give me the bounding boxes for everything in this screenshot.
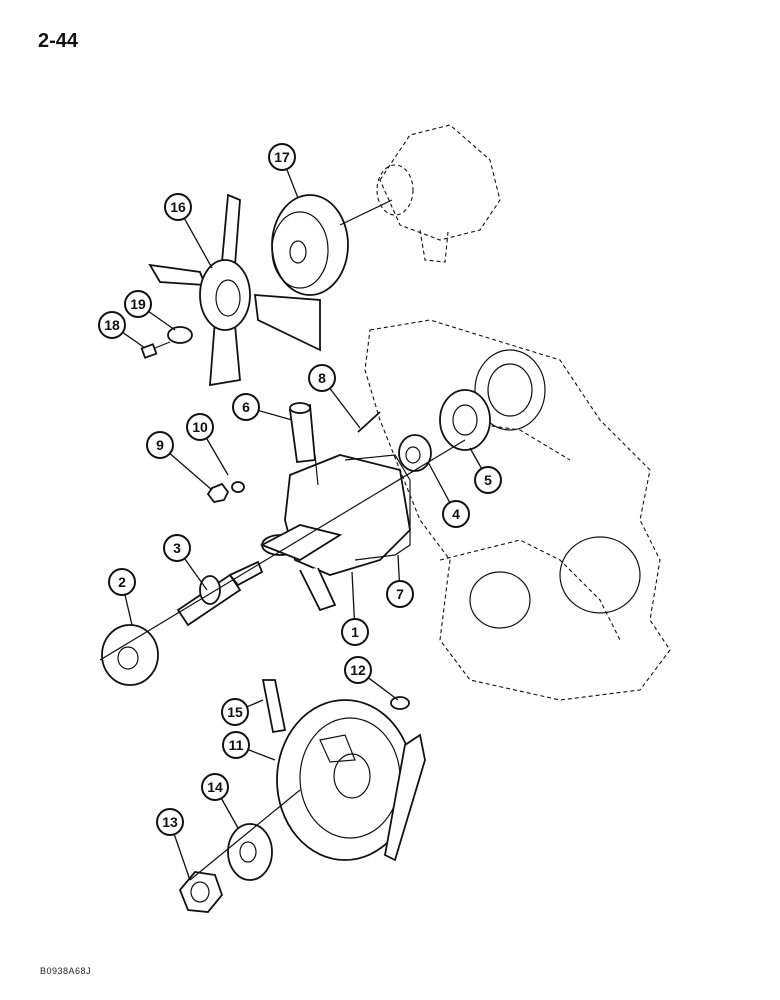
callout-12: 12 xyxy=(344,656,399,701)
callout-circle xyxy=(386,580,414,608)
callout-circle xyxy=(268,143,296,171)
callout-2: 2 xyxy=(108,568,136,626)
callout-16: 16 xyxy=(164,193,213,269)
callout-number: 3 xyxy=(173,540,181,556)
callout-6: 6 xyxy=(232,393,293,421)
callout-number: 4 xyxy=(452,506,460,522)
callout-number: 6 xyxy=(242,399,250,415)
callout-circle xyxy=(164,193,192,221)
callout-circle xyxy=(146,431,174,459)
callout-number: 8 xyxy=(318,370,326,386)
callout-8: 8 xyxy=(308,364,361,429)
lock-washer xyxy=(231,481,245,493)
callout-number: 10 xyxy=(192,419,208,435)
callout-circle xyxy=(201,773,229,801)
callout-number: 19 xyxy=(130,296,146,312)
callout-number: 17 xyxy=(274,149,290,165)
callout-circle xyxy=(221,698,249,726)
callout-circle xyxy=(341,618,369,646)
callout-14: 14 xyxy=(201,773,239,829)
woodruff-key xyxy=(390,696,410,710)
fan-spacer-plate xyxy=(167,326,193,344)
callout-3: 3 xyxy=(163,534,208,591)
seal-bushing xyxy=(398,434,432,472)
callout-10: 10 xyxy=(186,413,229,476)
callout-19: 19 xyxy=(124,290,176,331)
hose-fitting xyxy=(289,402,316,463)
callout-15: 15 xyxy=(221,698,264,726)
callout-circle xyxy=(232,393,260,421)
callout-18: 18 xyxy=(98,311,146,349)
callout-7: 7 xyxy=(386,554,414,608)
callout-circle xyxy=(344,656,372,684)
callout-circle xyxy=(98,311,126,339)
callout-circle xyxy=(186,413,214,441)
callout-number: 13 xyxy=(162,814,178,830)
callout-17: 17 xyxy=(268,143,299,199)
pulley-washer xyxy=(227,823,273,881)
callout-1: 1 xyxy=(341,571,369,646)
drive-belt xyxy=(261,679,426,862)
stud xyxy=(357,411,381,433)
callout-circle xyxy=(163,534,191,562)
water-pump-assembly-ghost xyxy=(376,124,501,263)
callout-circle xyxy=(156,808,184,836)
water-pump-body xyxy=(259,454,411,612)
callout-number: 9 xyxy=(156,437,164,453)
callout-number: 12 xyxy=(350,662,366,678)
callout-circle xyxy=(308,364,336,392)
callout-9: 9 xyxy=(146,431,213,491)
fan-bolt xyxy=(140,341,171,359)
cooling-fan xyxy=(148,193,321,387)
callout-circle xyxy=(474,466,502,494)
pump-hub xyxy=(101,624,159,686)
pump-shaft xyxy=(176,560,264,627)
callout-circle xyxy=(222,731,250,759)
callout-number: 5 xyxy=(484,472,492,488)
callout-13: 13 xyxy=(156,808,191,881)
callout-number: 1 xyxy=(351,624,359,640)
callout-number: 16 xyxy=(170,199,186,215)
callout-4: 4 xyxy=(427,461,470,528)
fan-pulley xyxy=(271,194,393,296)
callout-number: 14 xyxy=(207,779,223,795)
pulley-nut xyxy=(178,871,224,913)
callout-circle xyxy=(124,290,152,318)
nut xyxy=(206,482,230,503)
page-number: 2-44 xyxy=(38,30,79,52)
pump-gasket xyxy=(344,454,411,561)
callout-number: 11 xyxy=(229,737,244,753)
figure-code: B0938A68J xyxy=(40,966,92,976)
callout-number: 2 xyxy=(118,574,126,590)
callout-number: 15 xyxy=(227,704,243,720)
bearing-housing xyxy=(439,389,491,451)
callout-5: 5 xyxy=(469,447,502,494)
callout-11: 11 xyxy=(222,731,276,761)
engine-block-outline xyxy=(364,319,671,701)
callout-circle xyxy=(108,568,136,596)
callout-number: 18 xyxy=(104,317,120,333)
callout-number: 7 xyxy=(396,586,404,602)
callout-circle xyxy=(442,500,470,528)
